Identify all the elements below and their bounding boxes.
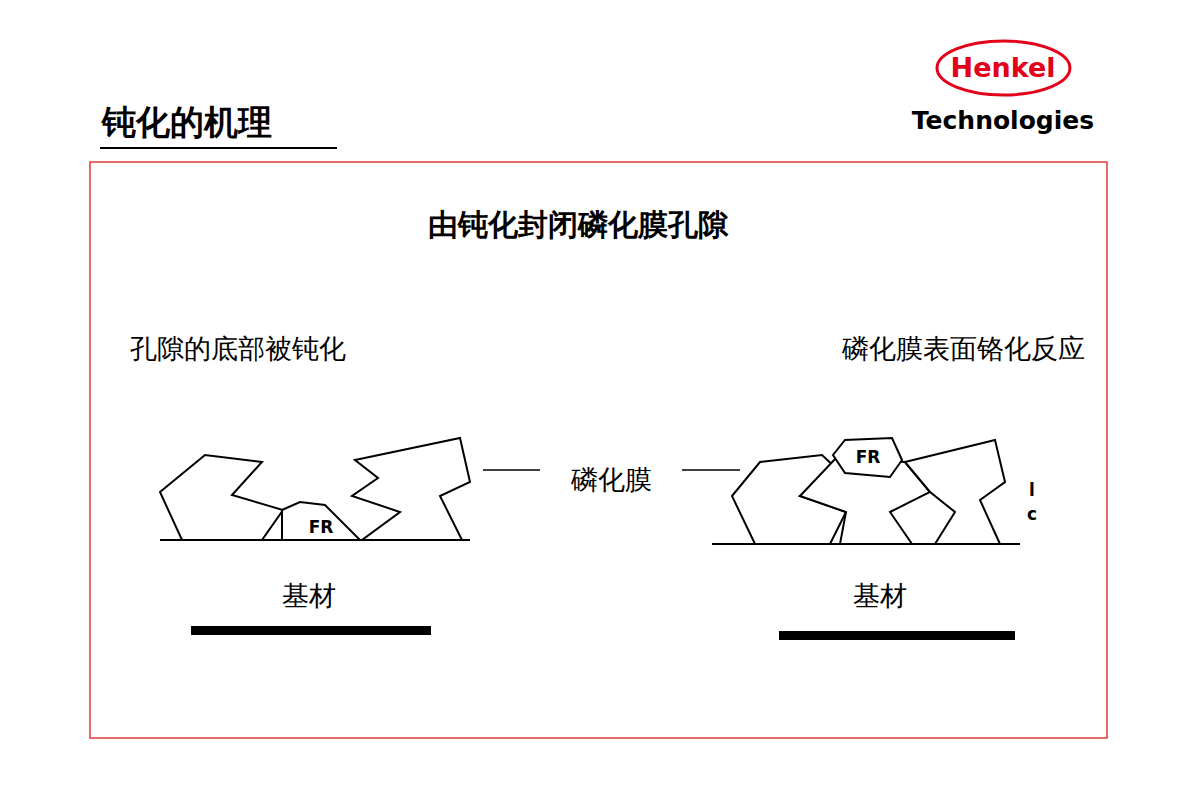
- leader-line: [483, 469, 540, 471]
- page-title: 钝化的机理: [102, 103, 272, 142]
- fragment-mark: c: [1027, 505, 1037, 525]
- brand-subtitle: Technologies: [912, 107, 1094, 136]
- frame: [90, 162, 1107, 738]
- substrate-bar: [779, 631, 1015, 640]
- title-underline: [100, 147, 337, 149]
- node-text: FR: [309, 518, 334, 537]
- fr-crystal: FR: [281, 501, 361, 541]
- diagram-heading: 由钝化封闭磷化膜孔隙: [428, 208, 728, 243]
- fr-crystal: FR: [832, 437, 904, 477]
- node-text: FR: [856, 448, 881, 467]
- substrate-bar: [191, 626, 431, 635]
- substrate-label: 基材: [853, 580, 907, 611]
- fragment-mark: l: [1029, 481, 1035, 501]
- crystals-right: [712, 440, 1020, 544]
- logo-oval: Henkel: [936, 40, 1071, 96]
- left-caption: 孔隙的底部被钝化: [130, 333, 346, 364]
- substrate-label: 基材: [282, 580, 336, 611]
- film-label: 磷化膜: [571, 464, 652, 495]
- leader-line: [682, 469, 740, 471]
- crystals-left: [160, 438, 470, 540]
- right-caption: 磷化膜表面铬化反应: [842, 333, 1085, 364]
- node-text: Henkel: [951, 53, 1056, 83]
